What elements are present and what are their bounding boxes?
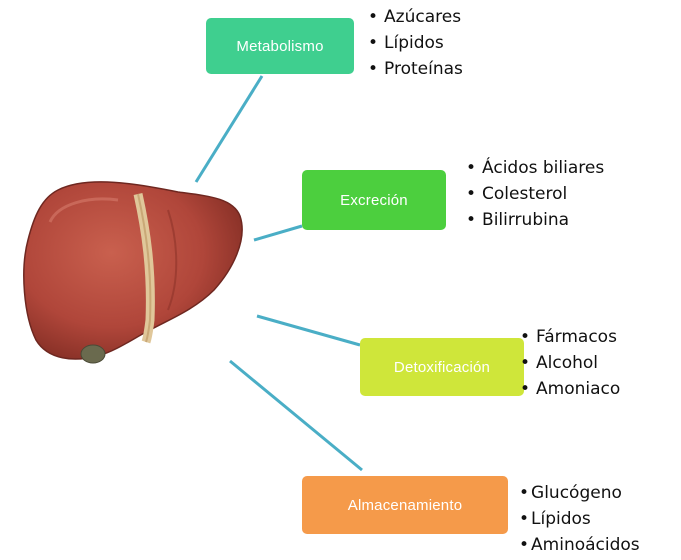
list-item: Colesterol [466, 181, 604, 207]
metabolismo-box: Metabolismo [206, 18, 354, 74]
excrecion-list: Ácidos biliares Colesterol Bilirrubina [466, 155, 604, 233]
list-item: Lípidos [368, 30, 463, 56]
almacenamiento-list: Glucógeno Lípidos Aminoácidos [519, 480, 640, 558]
detoxificacion-box: Detoxificación [360, 338, 524, 396]
almacenamiento-label: Almacenamiento [348, 497, 463, 514]
detoxificacion-list: Fármacos Alcohol Amoniaco [520, 324, 620, 402]
connector-almacenamiento [230, 361, 362, 470]
metabolismo-label: Metabolismo [236, 38, 323, 55]
connector-detoxificacion [257, 316, 360, 345]
list-item: Bilirrubina [466, 207, 604, 233]
list-item: Proteínas [368, 56, 463, 82]
list-item: Alcohol [520, 350, 620, 376]
list-item: Glucógeno [519, 480, 640, 506]
detoxificacion-label: Detoxificación [394, 359, 490, 376]
almacenamiento-box: Almacenamiento [302, 476, 508, 534]
connector-excrecion [254, 226, 302, 240]
list-item: Fármacos [520, 324, 620, 350]
list-item: Amoniaco [520, 376, 620, 402]
list-item: Aminoácidos [519, 532, 640, 558]
excrecion-label: Excreción [340, 192, 408, 209]
list-item: Lípidos [519, 506, 640, 532]
excrecion-box: Excreción [302, 170, 446, 230]
list-item: Azúcares [368, 4, 463, 30]
liver-illustration [18, 170, 250, 370]
list-item: Ácidos biliares [466, 155, 604, 181]
connector-metabolismo [196, 76, 262, 182]
metabolismo-list: Azúcares Lípidos Proteínas [368, 4, 463, 82]
